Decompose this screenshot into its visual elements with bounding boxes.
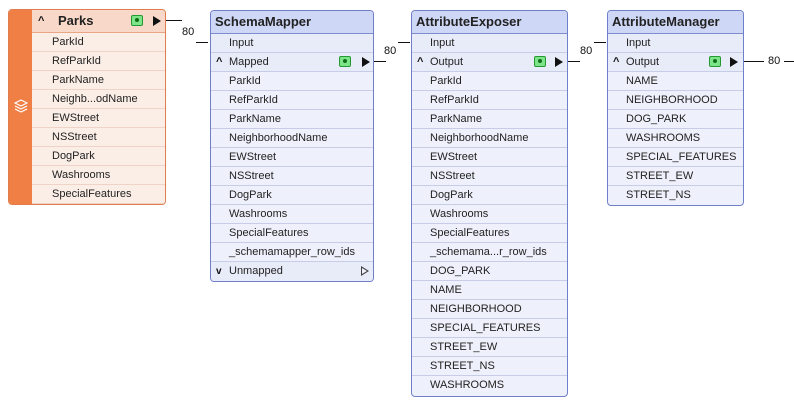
list-item: SpecialFeatures <box>412 224 567 243</box>
list-item: _schemamapper_row_ids <box>211 243 373 262</box>
list-item: STREET_NS <box>412 357 567 376</box>
unconnected-port-icon[interactable] <box>361 266 369 276</box>
connection-line[interactable] <box>374 61 386 62</box>
attributeexposer-title[interactable]: AttributeExposer <box>412 11 567 34</box>
list-item: SpecialFeatures <box>32 185 165 204</box>
list-item: ParkId <box>412 72 567 91</box>
caret-up-icon[interactable]: ^ <box>613 56 620 68</box>
port-arrow-icon[interactable] <box>730 57 738 67</box>
connection-line[interactable] <box>744 61 764 62</box>
list-item: NAME <box>608 72 743 91</box>
caret-up-icon[interactable]: ^ <box>216 56 223 68</box>
list-item: DogPark <box>32 147 165 166</box>
unmapped-port-label: Unmapped <box>229 265 283 277</box>
attributemanager-node[interactable]: AttributeManager Input ^ Output NAME NEI… <box>607 10 744 206</box>
unmapped-port[interactable]: v Unmapped <box>211 262 373 281</box>
input-port[interactable]: Input <box>211 34 373 53</box>
input-port[interactable]: Input <box>608 34 743 53</box>
eye-icon[interactable] <box>709 56 721 67</box>
list-item: WASHROOMS <box>608 129 743 148</box>
output-port[interactable]: ^ Output <box>608 53 743 72</box>
parks-title-bar[interactable]: ^ Parks <box>32 10 165 33</box>
list-item: NSStreet <box>32 128 165 147</box>
connection-line[interactable] <box>594 42 606 43</box>
list-item: ParkId <box>32 33 165 52</box>
schemamapper-node[interactable]: SchemaMapper Input ^ Mapped ParkId RefPa… <box>210 10 374 282</box>
list-item: DogPark <box>211 186 373 205</box>
mapped-port[interactable]: ^ Mapped <box>211 53 373 72</box>
eye-icon[interactable] <box>534 56 546 67</box>
attributeexposer-node[interactable]: AttributeExposer Input ^ Output ParkId R… <box>411 10 568 397</box>
input-port-label: Input <box>229 37 254 49</box>
list-item: Washrooms <box>211 205 373 224</box>
feature-count: 80 <box>580 45 593 57</box>
list-item: ParkId <box>211 72 373 91</box>
list-item: NEIGHBORHOOD <box>608 91 743 110</box>
mapped-port-label: Mapped <box>229 56 269 68</box>
port-arrow-icon[interactable] <box>153 16 161 26</box>
reader-strip <box>9 10 32 204</box>
connection-line[interactable] <box>196 42 208 43</box>
list-item: DOG_PARK <box>608 110 743 129</box>
list-item: _schemama...r_row_ids <box>412 243 567 262</box>
list-item: SPECIAL_FEATURES <box>412 319 567 338</box>
list-item: NSStreet <box>412 167 567 186</box>
list-item: ParkName <box>412 110 567 129</box>
list-item: ParkName <box>211 110 373 129</box>
list-item: EWStreet <box>32 109 165 128</box>
list-item: Neighb...odName <box>32 90 165 109</box>
input-port-label: Input <box>626 37 651 49</box>
eye-icon[interactable] <box>131 15 143 26</box>
list-item: NSStreet <box>211 167 373 186</box>
list-item: STREET_NS <box>626 189 691 201</box>
port-arrow-icon[interactable] <box>555 57 563 67</box>
list-item: NeighborhoodName <box>211 129 373 148</box>
connection-line[interactable] <box>398 42 410 43</box>
list-item: SPECIAL_FEATURES <box>608 148 743 167</box>
caret-up-icon[interactable]: ^ <box>38 15 45 27</box>
list-item: STREET_EW <box>608 167 743 186</box>
list-item: EWStreet <box>412 148 567 167</box>
list-item: WASHROOMS <box>430 379 505 391</box>
list-item: SpecialFeatures <box>211 224 373 243</box>
feature-count: 80 <box>768 55 781 67</box>
feature-count: 80 <box>384 45 397 57</box>
input-port[interactable]: Input <box>412 34 567 53</box>
attributemanager-title[interactable]: AttributeManager <box>608 11 743 34</box>
list-item: NEIGHBORHOOD <box>412 300 567 319</box>
port-arrow-icon[interactable] <box>362 57 370 67</box>
output-port-label: Output <box>430 56 464 68</box>
list-item: Washrooms <box>32 166 165 185</box>
list-item: STREET_EW <box>412 338 567 357</box>
list-item: NAME <box>412 281 567 300</box>
feature-count: 80 <box>182 26 195 38</box>
list-item: ParkName <box>32 71 165 90</box>
list-item: EWStreet <box>211 148 373 167</box>
connection-line[interactable] <box>166 20 182 21</box>
caret-up-icon[interactable]: ^ <box>417 56 424 68</box>
output-port[interactable]: ^ Output <box>412 53 567 72</box>
list-item: RefParkId <box>211 91 373 110</box>
caret-down-icon[interactable]: v <box>216 266 222 277</box>
list-item: Washrooms <box>412 205 567 224</box>
parks-reader-node[interactable]: ^ Parks ParkId RefParkId ParkName Neighb… <box>8 9 166 205</box>
layers-icon <box>14 99 28 113</box>
list-item: RefParkId <box>412 91 567 110</box>
eye-icon[interactable] <box>339 56 351 67</box>
list-item: NeighborhoodName <box>412 129 567 148</box>
parks-title: Parks <box>58 13 94 28</box>
list-item: DOG_PARK <box>412 262 567 281</box>
connection-line[interactable] <box>784 61 794 62</box>
list-item: DogPark <box>412 186 567 205</box>
input-port-label: Input <box>430 37 455 49</box>
schemamapper-title[interactable]: SchemaMapper <box>211 11 373 34</box>
list-item: RefParkId <box>32 52 165 71</box>
connection-line[interactable] <box>568 61 580 62</box>
output-port-label: Output <box>626 56 660 68</box>
